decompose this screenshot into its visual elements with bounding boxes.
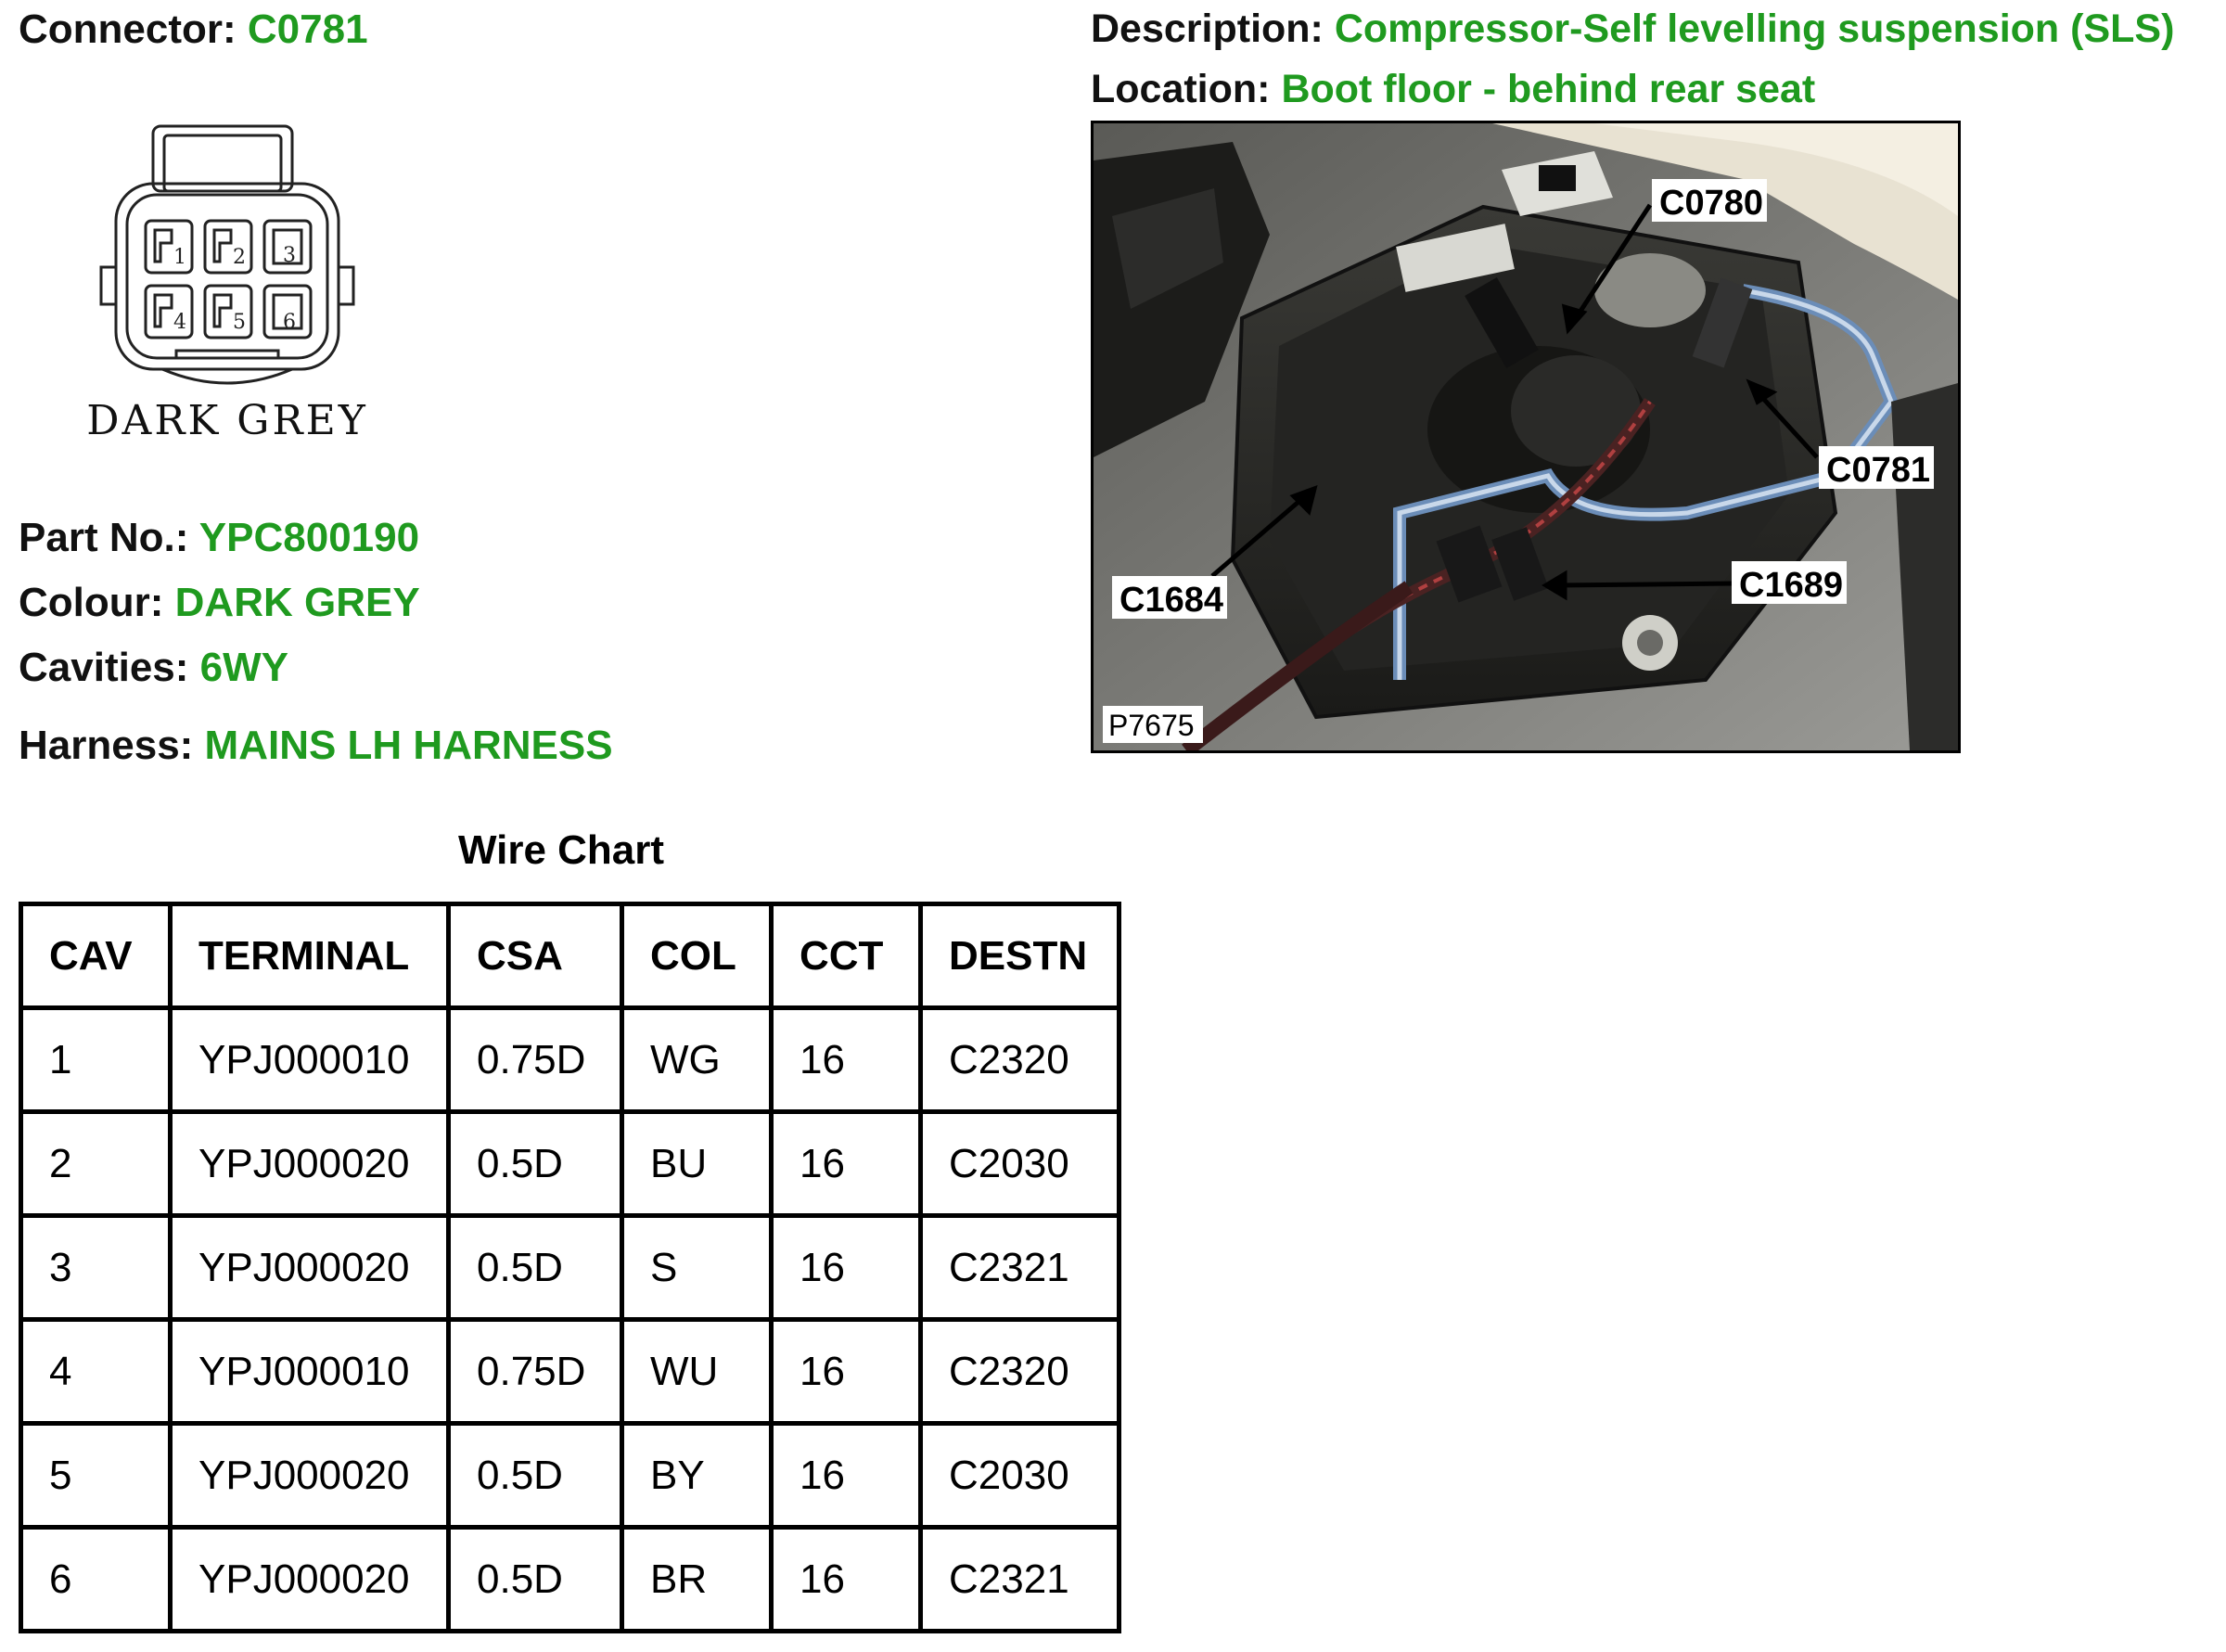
location-photo: C0780 C0781 C1684 C1689 P7675 [1091,121,1961,753]
photo-reference: P7675 [1108,709,1195,742]
wire-chart-table: CAV TERMINAL CSA COL CCT DESTN 1 YPJ0000… [19,902,1121,1633]
cell-col: BU [620,1109,774,1218]
wire-chart-header-row: CAV TERMINAL CSA COL CCT DESTN [19,902,1121,1010]
cell-col: WG [620,1005,774,1114]
pin-3: 3 [283,244,296,267]
cell-terminal: YPJ000020 [168,1109,451,1218]
cell-cct: 16 [769,1213,923,1322]
cell-col: BY [620,1421,774,1530]
header-cav: CAV [19,902,173,1010]
harness-label: Harness: MAINS LH HARNESS [19,723,613,768]
cell-csa: 0.75D [446,1317,624,1426]
cell-destn: C2320 [918,1005,1121,1114]
pin-4: 4 [173,311,186,334]
location-value: Boot floor - behind rear seat [1281,67,1816,111]
callout-c1684: C1684 [1119,581,1223,620]
cavities-value: 6WY [199,645,289,690]
header-destn: DESTN [918,902,1121,1010]
cell-destn: C2030 [918,1421,1121,1530]
cell-cav: 5 [19,1421,173,1530]
description-value: Compressor-Self levelling suspension (SL… [1334,6,2175,51]
wire-chart-title: Wire Chart [457,827,665,873]
cell-cct: 16 [769,1005,923,1114]
callout-c0781: C0781 [1826,451,1930,490]
table-row: 3 YPJ000020 0.5D S 16 C2321 [19,1213,1121,1322]
cell-cct: 16 [769,1525,923,1633]
colour-label: Colour: DARK GREY [19,580,420,625]
connector-face-diagram: 1 2 3 4 5 6 DARK GREY [86,119,385,453]
location-label: Location: Boot floor - behind rear seat [1091,67,1816,111]
connector-face-icon: 1 2 3 4 5 6 DARK GREY [86,124,368,444]
cell-col: S [620,1213,774,1322]
callout-c1689: C1689 [1739,566,1843,605]
cell-destn: C2030 [918,1109,1121,1218]
cell-cav: 3 [19,1213,173,1322]
connector-label: Connector: C0781 [19,6,368,52]
description-label: Description: Compressor-Self levelling s… [1091,6,2175,51]
cell-csa: 0.5D [446,1525,624,1633]
connector-id: C0781 [247,6,368,52]
cell-terminal: YPJ000010 [168,1317,451,1426]
cell-cav: 6 [19,1525,173,1633]
cell-col: BR [620,1525,774,1633]
colour-value: DARK GREY [174,580,420,625]
header-col: COL [620,902,774,1010]
cell-terminal: YPJ000020 [168,1525,451,1633]
table-row: 6 YPJ000020 0.5D BR 16 C2321 [19,1525,1121,1633]
pin-5: 5 [233,311,246,334]
cell-terminal: YPJ000010 [168,1005,451,1114]
cell-destn: C2321 [918,1525,1121,1633]
cell-csa: 0.5D [446,1109,624,1218]
cell-cct: 16 [769,1421,923,1530]
location-photo-illustration: C0780 C0781 C1684 C1689 P7675 [1094,123,1958,750]
cell-cct: 16 [769,1317,923,1426]
part-number-value: YPC800190 [198,515,420,560]
header-cct: CCT [769,902,923,1010]
cell-csa: 0.75D [446,1005,624,1114]
cell-terminal: YPJ000020 [168,1213,451,1322]
table-row: 4 YPJ000010 0.75D WU 16 C2320 [19,1317,1121,1426]
pin-6: 6 [283,311,296,334]
table-row: 2 YPJ000020 0.5D BU 16 C2030 [19,1109,1121,1218]
table-row: 1 YPJ000010 0.75D WG 16 C2320 [19,1005,1121,1114]
cell-terminal: YPJ000020 [168,1421,451,1530]
header-csa: CSA [446,902,624,1010]
cell-col: WU [620,1317,774,1426]
cell-cav: 4 [19,1317,173,1426]
cavities-label: Cavities: 6WY [19,645,289,690]
diagram-caption: DARK GREY [88,397,368,444]
header-terminal: TERMINAL [168,902,451,1010]
cell-csa: 0.5D [446,1421,624,1530]
cell-cav: 2 [19,1109,173,1218]
cell-cct: 16 [769,1109,923,1218]
cell-cav: 1 [19,1005,173,1114]
cell-csa: 0.5D [446,1213,624,1322]
pin-2: 2 [233,246,246,269]
cell-destn: C2320 [918,1317,1121,1426]
cell-destn: C2321 [918,1213,1121,1322]
table-row: 5 YPJ000020 0.5D BY 16 C2030 [19,1421,1121,1530]
harness-value: MAINS LH HARNESS [204,723,613,768]
callout-c0780: C0780 [1659,184,1763,223]
pin-1: 1 [173,246,186,269]
part-number-label: Part No.: YPC800190 [19,515,420,560]
